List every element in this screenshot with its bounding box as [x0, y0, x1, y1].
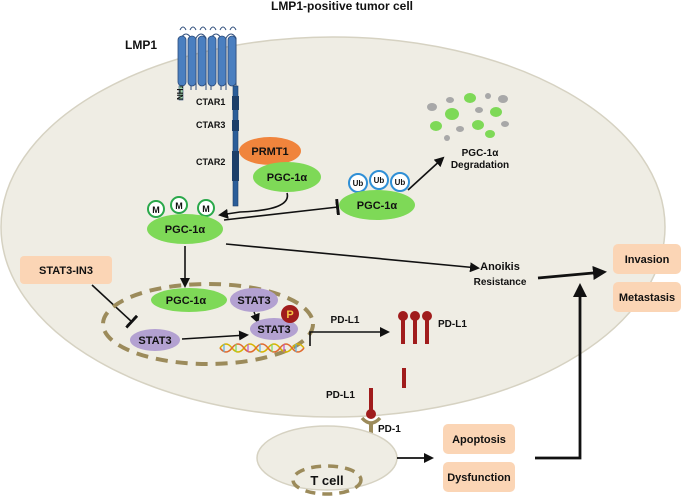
arrow-methylation	[218, 192, 289, 219]
nucleus-pgc1a-label: PGC-1α	[166, 295, 207, 307]
anoikis-line1: Anoikis	[480, 261, 520, 273]
methyl-mark-2: M	[175, 201, 183, 211]
arrow-outcomes-invasion	[535, 283, 587, 460]
apoptosis-label: Apoptosis	[452, 434, 506, 446]
inhibit-stat3	[91, 284, 139, 329]
pdl1-gene-label: PD-L1	[331, 315, 360, 326]
dna-helix-icon	[219, 343, 305, 353]
arrow-stat3-phosphorylation	[250, 311, 260, 324]
ub-mark-3: Ub	[395, 178, 406, 187]
pgc1a-ubiquitinated-protein	[339, 190, 415, 220]
arrow-degradation	[407, 156, 445, 191]
metastasis-box	[613, 282, 681, 312]
pgc1a-methylated-label: PGC-1α	[165, 224, 206, 236]
arrow-anoikis	[225, 243, 480, 273]
lmp1-receptor-icon	[177, 26, 239, 207]
tumor-cell-membrane	[0, 36, 666, 418]
lmp1-label: LMP1	[125, 38, 157, 52]
stat3-in3-box	[20, 256, 112, 284]
degradation-line2: Degradation	[451, 160, 509, 171]
phosphate-mark-label: P	[286, 309, 293, 321]
pgc1a-ubiquitinated-label: PGC-1α	[357, 200, 398, 212]
arrow-anoikis-invasion	[537, 266, 607, 280]
nucleus-pgc1a-protein	[151, 288, 227, 312]
ctar3-label: CTAR3	[196, 120, 225, 130]
invasion-box	[613, 244, 681, 274]
pgc1a-methylated-protein	[147, 214, 223, 244]
phosphate-mark	[281, 305, 299, 323]
methylation-marks	[147, 196, 215, 218]
pdl1-surface-label: PD-L1	[438, 319, 467, 330]
ctar2-label: CTAR2	[196, 157, 225, 167]
prmt1-protein	[239, 137, 301, 165]
dysfunction-box	[443, 462, 515, 492]
prmt1-label: PRMT1	[251, 146, 288, 158]
t-cell-label: T cell	[310, 473, 343, 488]
pgc1a-bound-label: PGC-1α	[267, 172, 308, 184]
dysfunction-label: Dysfunction	[447, 472, 511, 484]
ub-mark-2: Ub	[374, 176, 385, 185]
nucleus-envelope	[101, 282, 315, 366]
pdl1-bound-label: PD-L1	[326, 390, 355, 401]
nucleus-stat3-phospho	[250, 318, 298, 340]
inhibit-ubiquitination	[223, 198, 340, 221]
anoikis-line2: Resistance	[474, 277, 527, 288]
apoptosis-box	[443, 424, 515, 454]
arrow-stat3-activation	[181, 330, 249, 341]
diagram-title: LMP1-positive tumor cell	[271, 0, 413, 13]
invasion-label: Invasion	[625, 254, 670, 266]
pdl1-soluble-icon	[402, 368, 406, 388]
nucleus-stat3-complex-label: STAT3	[237, 295, 270, 307]
nucleus-stat3-phospho-label: STAT3	[257, 324, 290, 336]
nucleus-stat3-free-label: STAT3	[138, 335, 171, 347]
nucleus-stat3-complex	[230, 288, 278, 312]
ub-mark-1: Ub	[353, 179, 364, 188]
methyl-mark-1: M	[152, 205, 160, 215]
methyl-mark-3: M	[202, 204, 210, 214]
ubiquitin-marks	[348, 170, 410, 193]
nucleus-stat3-free	[130, 329, 180, 351]
nh2-label: NH₂	[176, 84, 185, 100]
t-cell-nucleus	[291, 464, 363, 496]
metastasis-label: Metastasis	[619, 292, 675, 304]
stat3-in3-label: STAT3-IN3	[39, 265, 93, 277]
degradation-fragments-icon	[427, 93, 509, 141]
degradation-line1: PGC-1α	[462, 148, 500, 159]
pdl1-surface-icon	[398, 311, 432, 344]
pgc1a-bound-protein	[253, 162, 321, 192]
ctar1-label: CTAR1	[196, 97, 225, 107]
arrow-pdl1-transcription	[309, 327, 390, 346]
pd1-label: PD-1	[378, 424, 401, 435]
